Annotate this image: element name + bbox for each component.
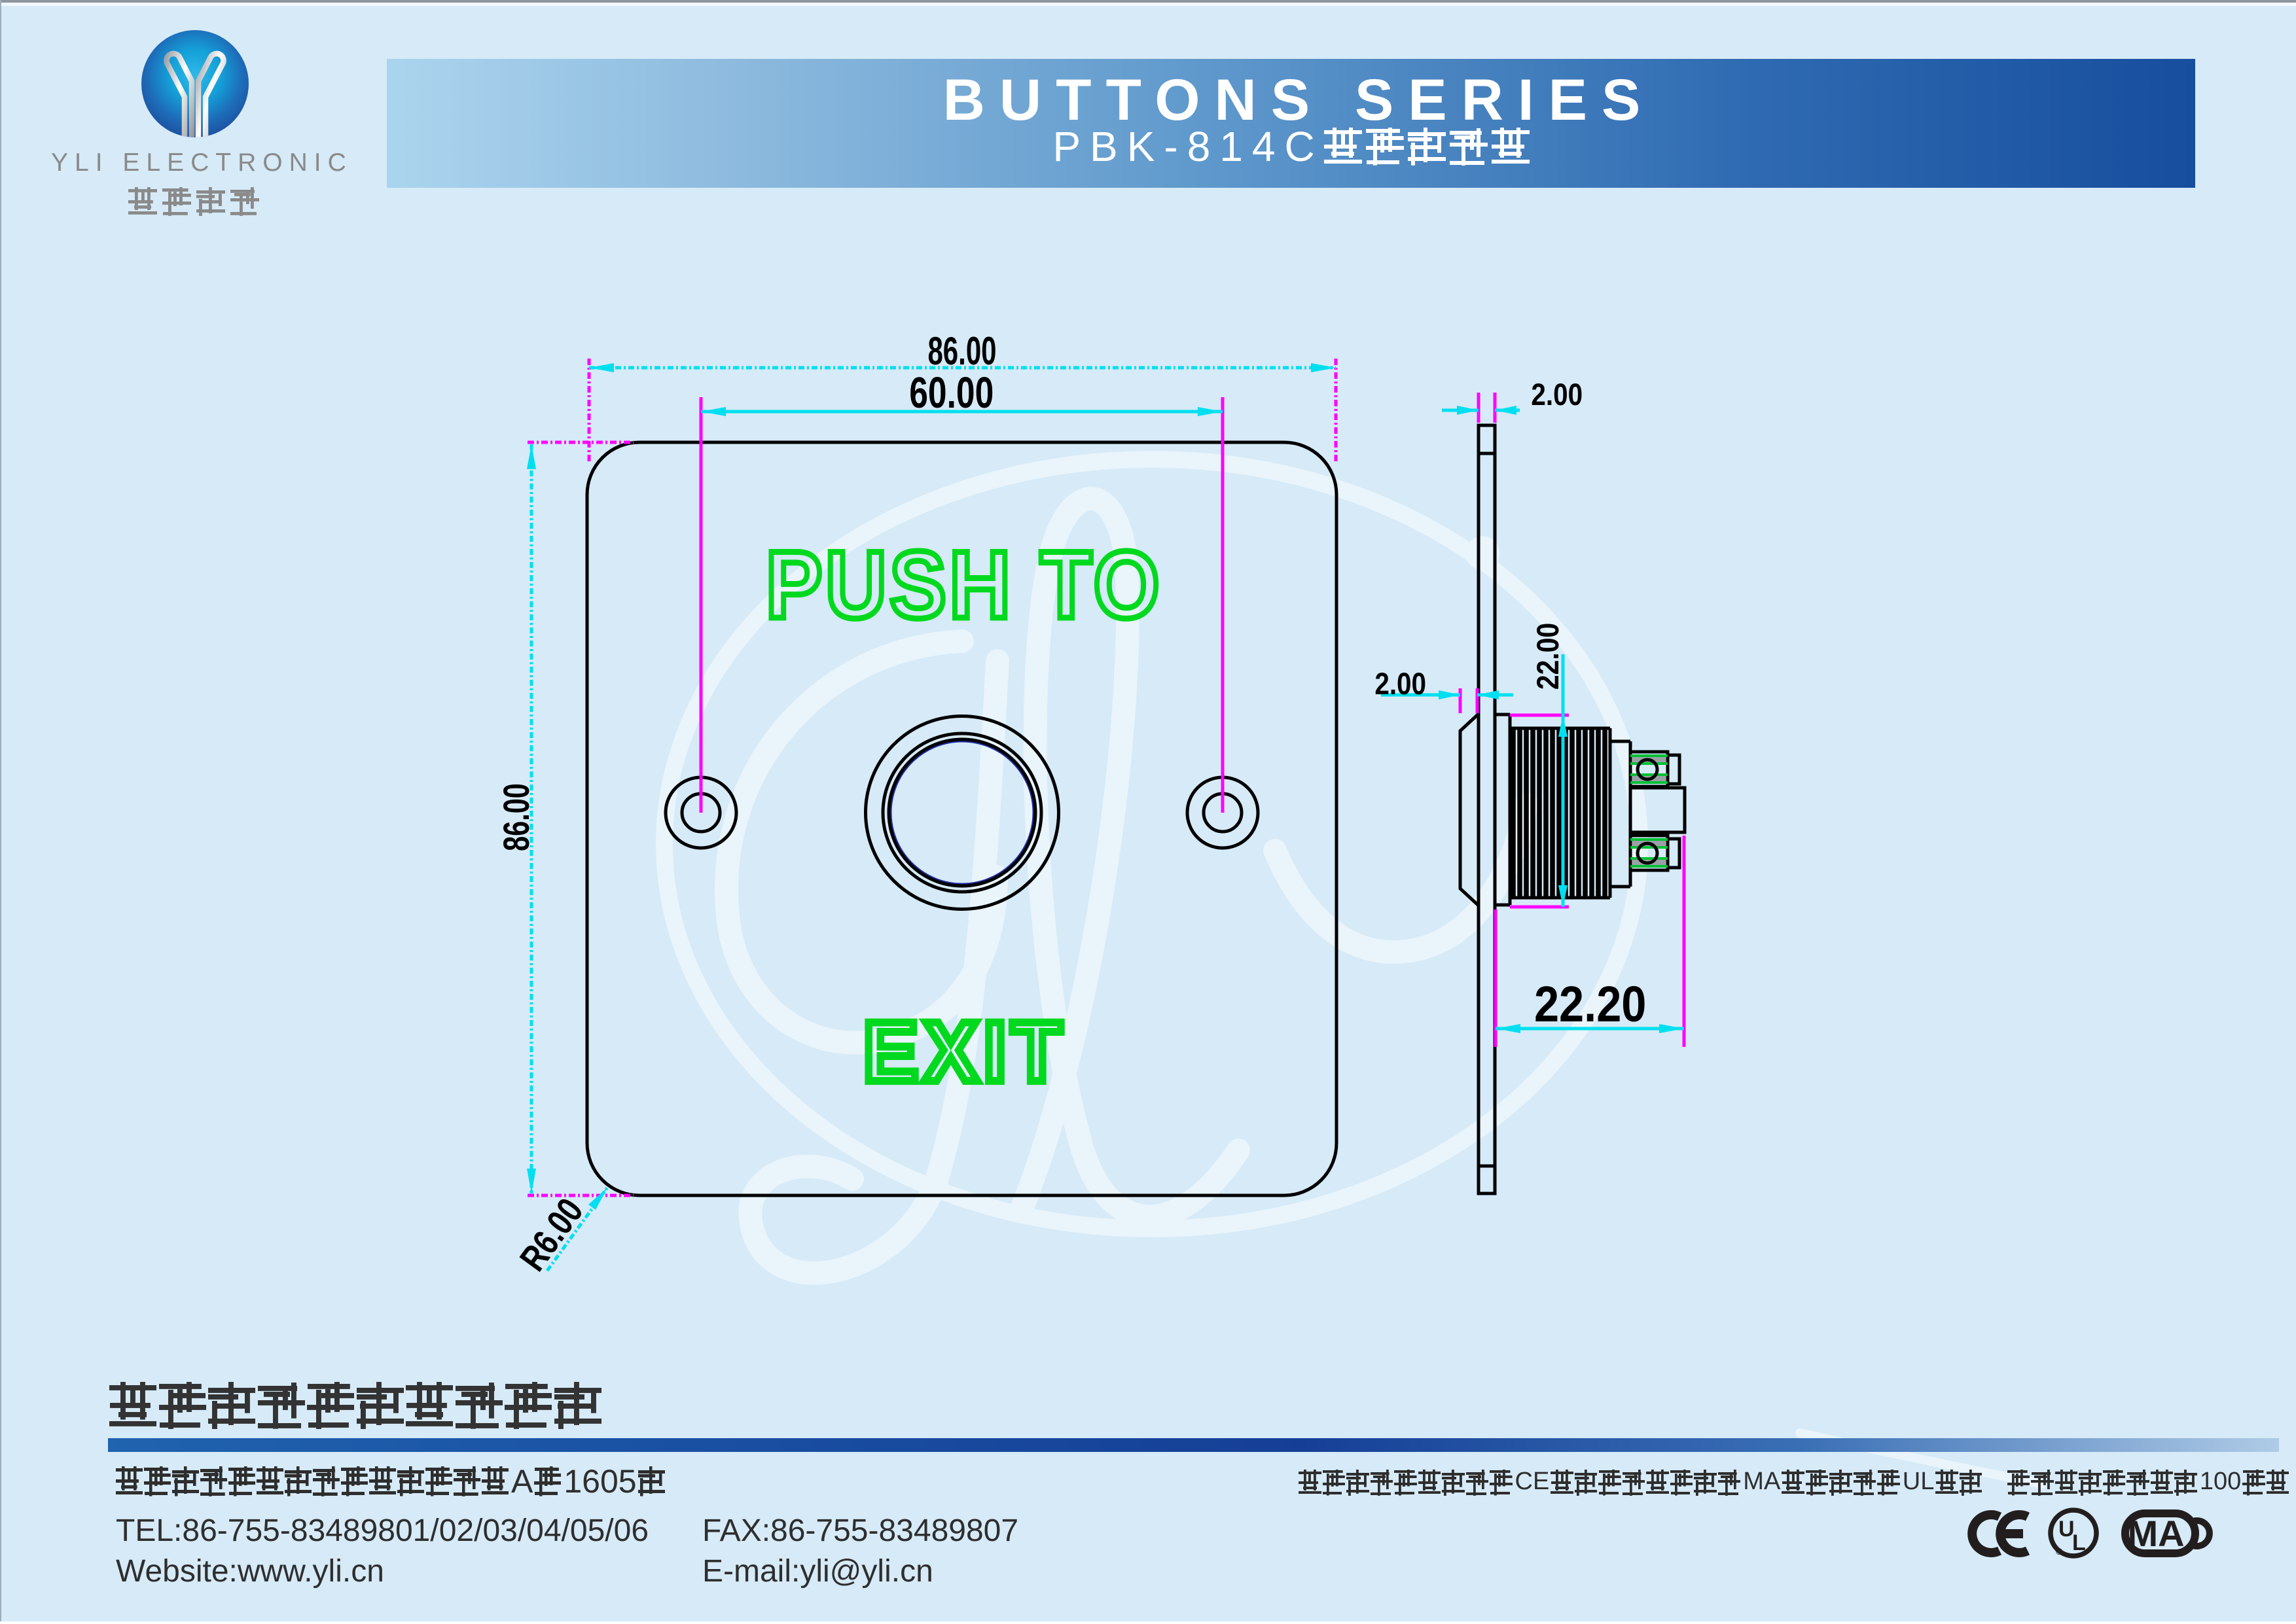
svg-text:22.20: 22.20 [1534,976,1646,1033]
svg-text:L: L [2072,1530,2086,1555]
svg-text:2.00: 2.00 [1374,667,1426,701]
svg-text:U: U [2058,1517,2075,1542]
svg-text:MA: MA [2127,1513,2184,1554]
svg-text:®: ® [2056,1546,2063,1557]
svg-text:PUSH TO: PUSH TO [766,532,1162,639]
svg-text:86.00: 86.00 [927,329,996,373]
svg-text:86.00: 86.00 [496,783,537,851]
svg-text:R6.00: R6.00 [512,1191,591,1279]
svg-text:22.00: 22.00 [1531,623,1565,690]
svg-text:60.00: 60.00 [909,368,994,417]
svg-text:EXIT: EXIT [863,1004,1067,1099]
svg-text:2.00: 2.00 [1531,378,1583,412]
